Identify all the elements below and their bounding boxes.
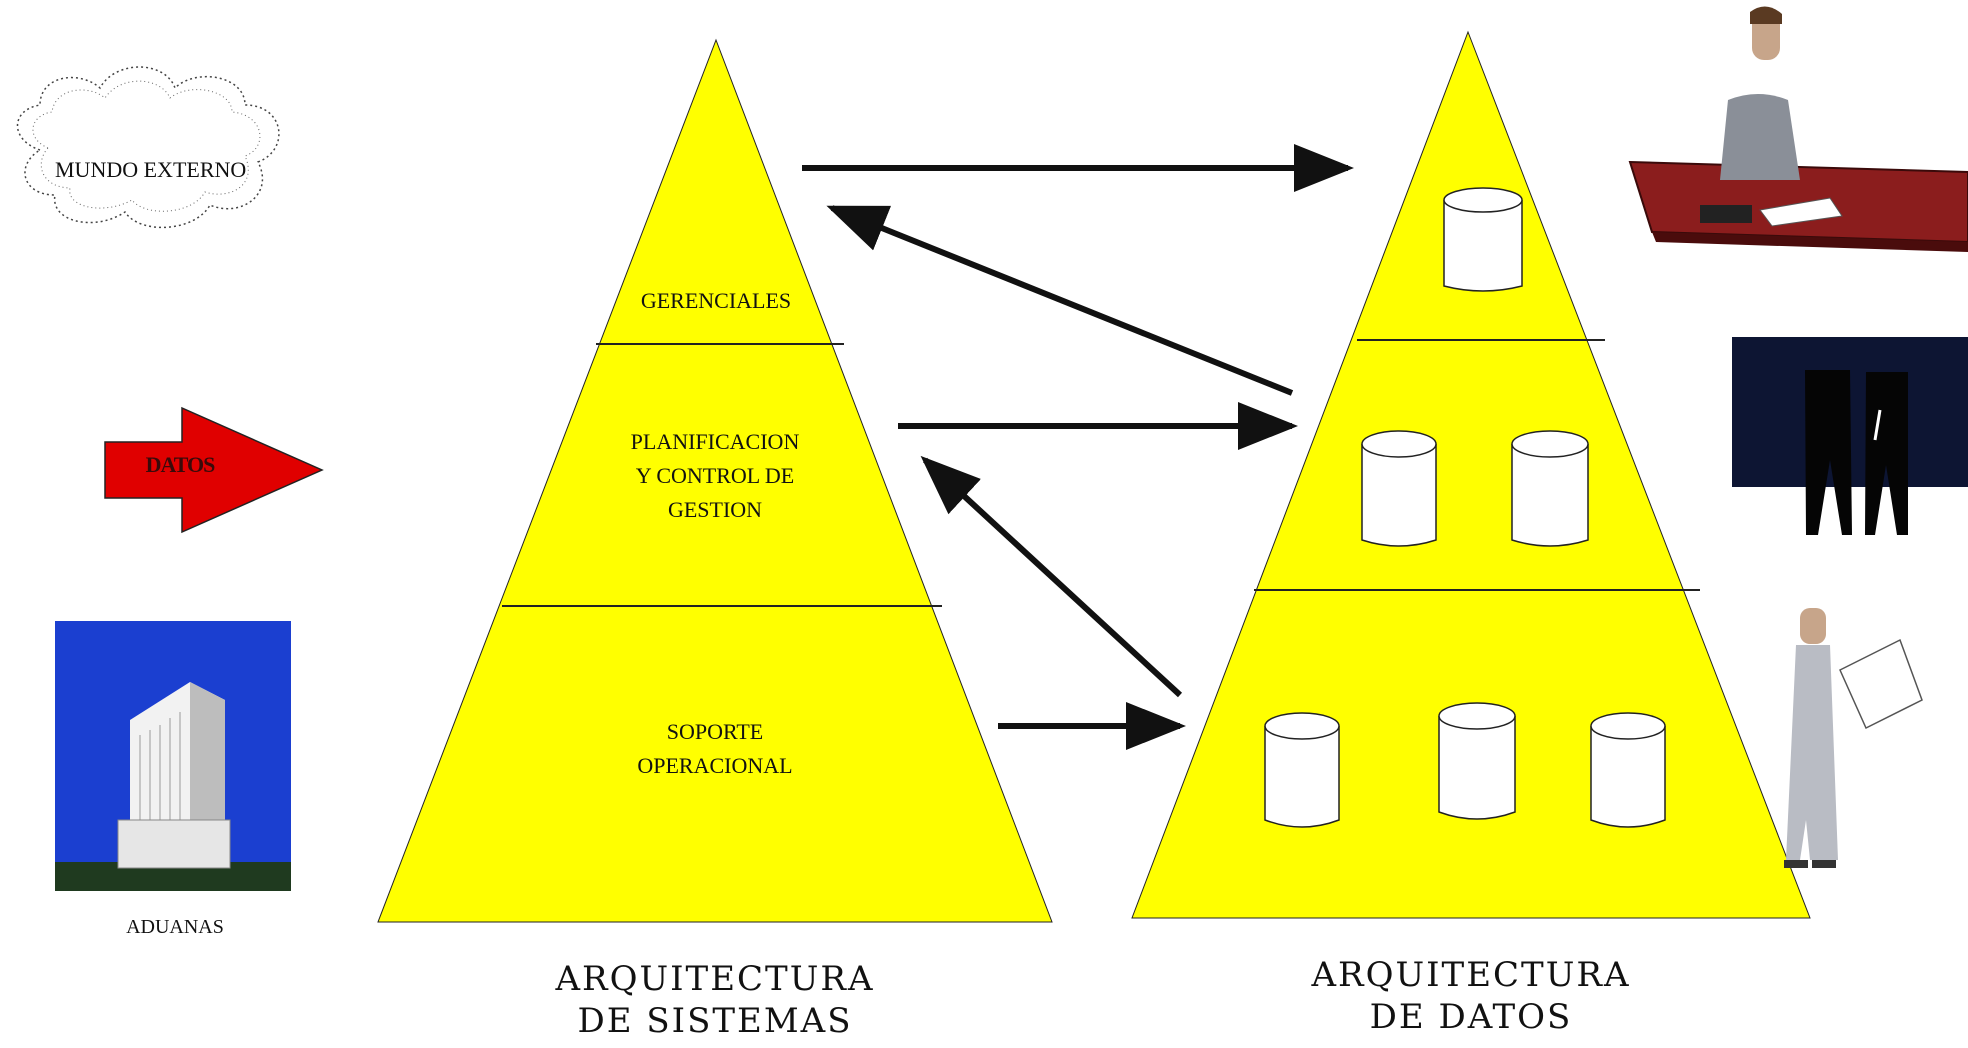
level-gerenciales-label: GERENCIALES <box>640 288 792 313</box>
aduanas-building-icon <box>55 621 291 891</box>
database-icon <box>1438 702 1516 820</box>
database-icon <box>1264 712 1340 828</box>
datos-arrow <box>104 406 324 534</box>
data-caption-line: ARQUITECTURA <box>1311 955 1631 995</box>
database-icon <box>1511 430 1589 547</box>
level-planificacion-line: GESTION <box>667 497 763 522</box>
operator-with-document-icon <box>1784 608 1923 868</box>
level-planificacion-line: PLANIFICACION <box>630 429 800 454</box>
level-soporte-label: SOPORTE OPERACIONAL <box>560 715 870 783</box>
flow-arrows <box>802 144 1354 750</box>
cloud-label: MUNDO EXTERNO <box>55 157 247 182</box>
aduanas-label: ADUANAS <box>126 916 224 938</box>
database-icon <box>1361 430 1437 547</box>
manager-at-desk-icon <box>1628 6 1968 252</box>
cloud-icon <box>16 66 280 229</box>
systems-caption-line: ARQUITECTURA <box>555 959 875 999</box>
level-planificacion-line: Y CONTROL DE <box>635 463 795 488</box>
systems-pyramid <box>377 38 1053 923</box>
data-caption: ARQUITECTURA DE DATOS <box>1246 954 1696 1038</box>
database-icons <box>1264 187 1666 828</box>
systems-caption: ARQUITECTURA DE SISTEMAS <box>490 958 940 1042</box>
level-planificacion-label: PLANIFICACION Y CONTROL DE GESTION <box>560 425 870 527</box>
database-icon <box>1443 187 1523 292</box>
database-icon <box>1590 712 1666 828</box>
meeting-silhouettes-icon <box>1732 337 1968 535</box>
data-pyramid <box>1131 30 1811 919</box>
arrow-data-to-planificacion <box>920 455 1183 698</box>
data-caption-line: DE DATOS <box>1369 997 1573 1037</box>
systems-caption-line: DE SISTEMAS <box>577 1001 853 1041</box>
arrow-data-to-gerenciales <box>826 205 1294 396</box>
datos-label: DATOS <box>145 452 216 477</box>
level-soporte-line: OPERACIONAL <box>637 753 793 778</box>
level-soporte-line: SOPORTE <box>666 719 764 744</box>
